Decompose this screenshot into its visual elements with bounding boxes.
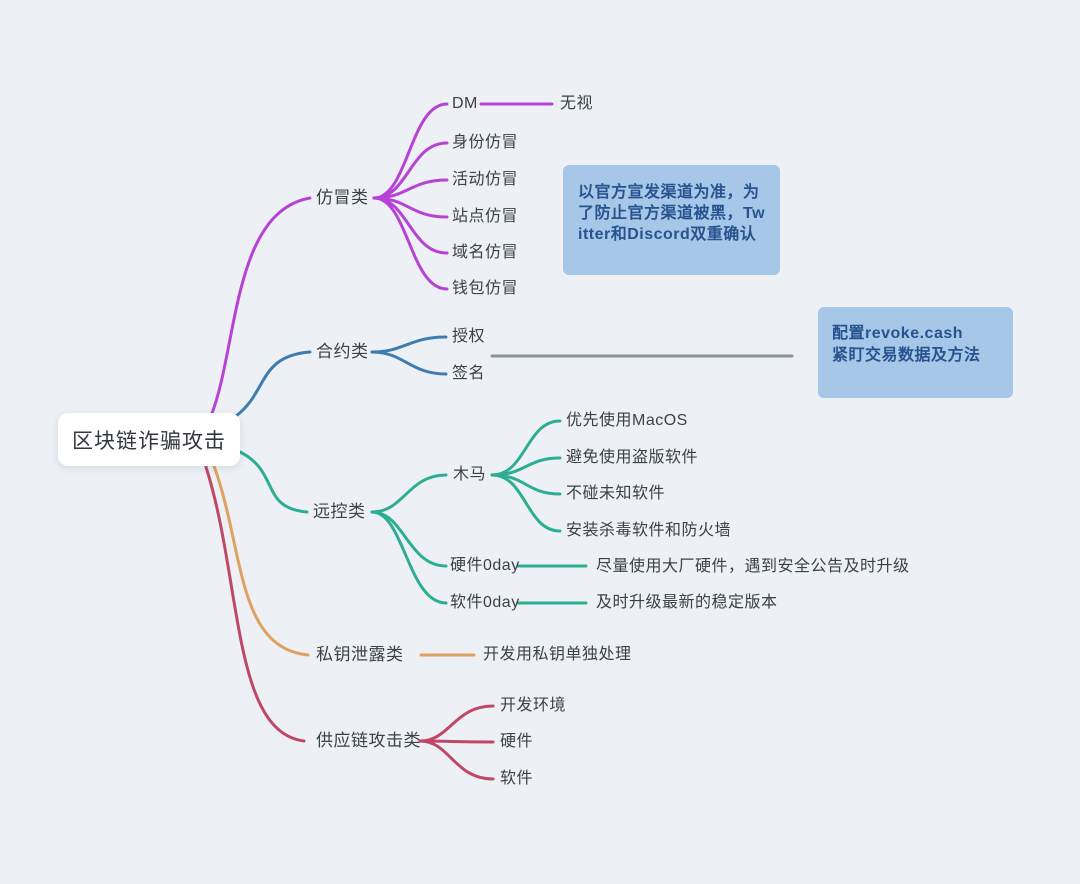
node-contract: 合约类: [316, 342, 369, 361]
note-revoke-cash-line-1: 配置revoke.cash: [832, 325, 964, 342]
node-hardware-0day: 硬件0day: [450, 557, 520, 574]
node-hardware: 硬件: [500, 733, 534, 750]
note-official-channels: 以官方宣发渠道为准，为了防止官方渠道被黑，Twitter和Discord双重确认: [563, 165, 780, 275]
node-software-0day: 软件0day: [450, 594, 520, 611]
node-software: 软件: [500, 770, 534, 787]
branch-contract-lines: [234, 335, 448, 418]
node-remote-control: 远控类: [313, 502, 366, 521]
node-event-impersonation: 活动仿冒: [452, 171, 519, 188]
node-use-major-vendor-hardware: 尽量使用大厂硬件，遇到安全公告及时升级: [596, 558, 910, 575]
node-identity-impersonation: 身份仿冒: [452, 134, 519, 151]
note-revoke-cash-line-2: 紧盯交易数据及方法: [832, 347, 981, 364]
node-prefer-macos: 优先使用MacOS: [566, 412, 688, 429]
node-ignore: 无视: [560, 95, 594, 112]
node-private-key-leak: 私钥泄露类: [316, 645, 404, 664]
node-domain-impersonation: 域名仿冒: [452, 244, 519, 261]
node-avoid-unknown-software: 不碰未知软件: [566, 485, 666, 502]
node-upgrade-stable-version: 及时升级最新的稳定版本: [596, 594, 778, 611]
node-site-impersonation: 站点仿冒: [452, 208, 519, 225]
root-node: 区块链诈骗攻击: [58, 413, 240, 466]
node-install-antivirus-firewall: 安装杀毒软件和防火墙: [566, 522, 732, 539]
node-avoid-pirated-software: 避免使用盗版软件: [566, 449, 699, 466]
node-authorization: 授权: [452, 328, 486, 345]
node-supply-chain-attack: 供应链攻击类: [316, 731, 421, 750]
node-dev-environment: 开发环境: [500, 697, 567, 714]
node-dm: DM: [452, 95, 478, 112]
branch-supply-chain-lines: [204, 465, 495, 781]
node-dev-key-separate-handling: 开发用私钥单独处理: [483, 646, 632, 663]
node-trojan: 木马: [453, 466, 487, 483]
branch-remote-control-lines: [238, 419, 588, 605]
node-signature: 签名: [452, 365, 486, 382]
branch-private-key-lines: [212, 464, 476, 657]
note-revoke-cash: 配置revoke.cash 紧盯交易数据及方法: [818, 307, 1013, 398]
branch-impersonation-lines: [209, 102, 554, 418]
node-wallet-impersonation: 钱包仿冒: [452, 280, 519, 297]
node-impersonation: 仿冒类: [316, 188, 369, 207]
